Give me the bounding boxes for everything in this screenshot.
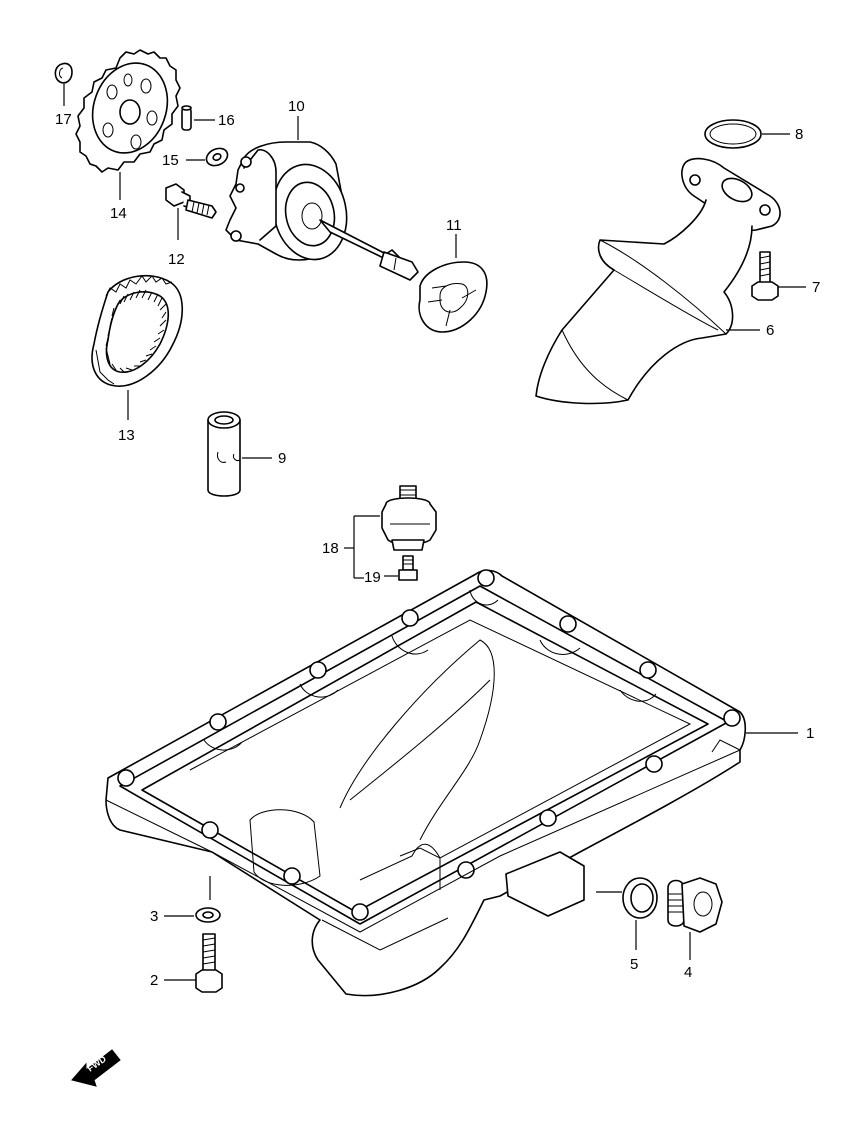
sprocket-14 bbox=[75, 49, 181, 200]
o-ring-8 bbox=[704, 119, 790, 149]
callout-5: 5 bbox=[630, 956, 638, 973]
callout-4: 4 bbox=[684, 964, 692, 981]
callout-11: 11 bbox=[446, 217, 462, 234]
oil-strainer-6 bbox=[535, 157, 781, 405]
callout-6: 6 bbox=[766, 322, 774, 339]
callout-17: 17 bbox=[55, 111, 72, 128]
callout-8: 8 bbox=[795, 126, 803, 143]
callout-2: 2 bbox=[150, 972, 158, 989]
callout-16: 16 bbox=[218, 112, 235, 129]
bolt-7 bbox=[751, 251, 806, 301]
oil-pump-10 bbox=[225, 116, 419, 281]
circlip-17 bbox=[54, 62, 73, 106]
callout-18: 18 bbox=[322, 540, 339, 557]
sleeve-9 bbox=[207, 411, 272, 497]
washer-15 bbox=[186, 147, 229, 167]
callout-12: 12 bbox=[168, 251, 185, 268]
ring-gear-13 bbox=[91, 274, 183, 420]
bolt-12 bbox=[165, 183, 217, 240]
callout-13: 13 bbox=[118, 427, 135, 444]
washer-3 bbox=[164, 876, 221, 923]
callout-1: 1 bbox=[806, 725, 814, 742]
screw-19 bbox=[384, 555, 418, 581]
bolt-2 bbox=[164, 933, 223, 993]
bracket-18-19 bbox=[344, 515, 380, 579]
callout-19: 19 bbox=[364, 569, 381, 586]
pan-bolt-bosses bbox=[117, 569, 741, 921]
callout-3: 3 bbox=[150, 908, 158, 925]
callout-7: 7 bbox=[812, 279, 820, 296]
callout-10: 10 bbox=[288, 98, 305, 115]
gasket-5 bbox=[596, 877, 658, 950]
oil-pressure-switch-18 bbox=[381, 485, 437, 551]
gasket-11 bbox=[418, 234, 488, 333]
pin-16 bbox=[181, 105, 215, 131]
fwd-arrow-icon: FWD bbox=[71, 1049, 121, 1087]
callout-15: 15 bbox=[162, 152, 179, 169]
callout-9: 9 bbox=[278, 450, 286, 467]
oil-pan-1 bbox=[105, 569, 798, 997]
drain-plug-4 bbox=[667, 877, 723, 960]
callout-14: 14 bbox=[110, 205, 127, 222]
